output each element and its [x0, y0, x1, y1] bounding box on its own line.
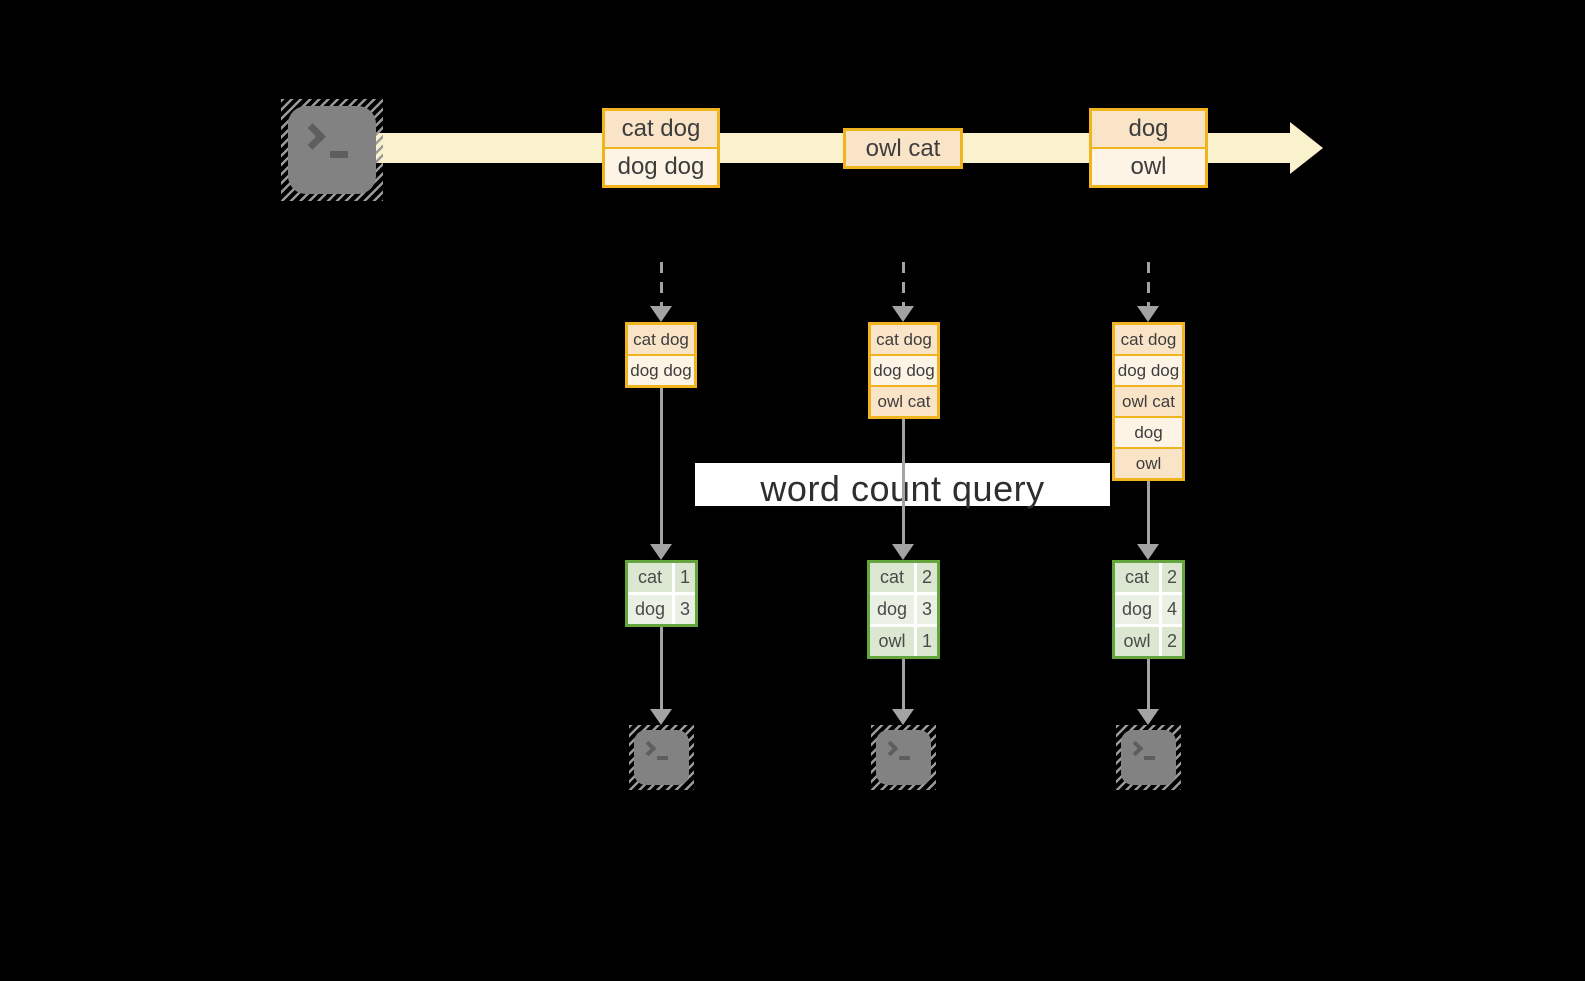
stream-batch-2: owl cat	[843, 128, 963, 169]
count-word: dog	[870, 595, 914, 624]
dashed-arrow-line	[1147, 262, 1150, 307]
count-table-3: cat 2 dog 4 owl 2	[1112, 560, 1185, 659]
input-table-1: cat dog dog dog	[625, 322, 697, 388]
dashed-arrow-line	[902, 262, 905, 307]
sink-terminal-icon	[1116, 725, 1181, 790]
terminal-body	[634, 730, 689, 785]
count-word: owl	[870, 627, 914, 656]
count-value: 3	[917, 595, 937, 624]
prompt-underscore-icon	[657, 756, 668, 760]
prompt-chevron-icon	[1127, 740, 1144, 757]
prompt-chevron-icon	[299, 123, 326, 150]
query-arrow-line	[1147, 481, 1150, 544]
query-arrow-line	[902, 419, 905, 544]
sink-terminal-icon	[871, 725, 936, 790]
count-word: dog	[628, 595, 672, 624]
batch-item: cat dog	[605, 111, 717, 147]
count-value: 4	[1162, 595, 1182, 624]
batch-item: dog	[1092, 111, 1205, 147]
input-row: dog dog	[1115, 354, 1182, 385]
prompt-chevron-icon	[882, 740, 899, 757]
input-row: cat dog	[628, 325, 694, 354]
output-arrowhead-icon	[650, 709, 672, 725]
stream-batch-3: dog owl	[1089, 108, 1208, 188]
input-row: owl cat	[1115, 385, 1182, 416]
count-word: cat	[870, 563, 914, 592]
batch-item: owl cat	[846, 131, 960, 166]
count-value: 3	[675, 595, 695, 624]
query-arrow-line	[660, 388, 663, 544]
count-table-2: cat 2 dog 3 owl 1	[867, 560, 940, 659]
output-arrowhead-icon	[892, 709, 914, 725]
batch-item: dog dog	[605, 147, 717, 185]
query-arrowhead-icon	[1137, 544, 1159, 560]
terminal-body	[1121, 730, 1176, 785]
stream-batch-1: cat dog dog dog	[602, 108, 720, 188]
output-arrow-line	[902, 659, 905, 709]
output-arrowhead-icon	[1137, 709, 1159, 725]
input-row: cat dog	[871, 325, 937, 354]
dashed-arrow-line	[660, 262, 663, 307]
input-row: owl cat	[871, 385, 937, 416]
sink-terminal-icon	[629, 725, 694, 790]
output-arrow-line	[1147, 659, 1150, 709]
input-table-3: cat dog dog dog owl cat dog owl	[1112, 322, 1185, 481]
count-word: dog	[1115, 595, 1159, 624]
query-arrowhead-icon	[650, 544, 672, 560]
count-word: cat	[628, 563, 672, 592]
prompt-chevron-icon	[640, 740, 657, 757]
input-row: dog	[1115, 416, 1182, 447]
prompt-underscore-icon	[330, 151, 348, 158]
stream-arrowhead-icon	[1290, 122, 1323, 174]
count-word: cat	[1115, 563, 1159, 592]
count-table-1: cat 1 dog 3	[625, 560, 698, 627]
count-value: 2	[1162, 563, 1182, 592]
terminal-body	[876, 730, 931, 785]
query-arrowhead-icon	[892, 544, 914, 560]
output-arrow-line	[660, 627, 663, 709]
count-value: 1	[675, 563, 695, 592]
batch-item: owl	[1092, 147, 1205, 185]
prompt-underscore-icon	[899, 756, 910, 760]
count-word: owl	[1115, 627, 1159, 656]
source-terminal-icon	[281, 99, 383, 201]
count-value: 2	[917, 563, 937, 592]
dashed-arrowhead-icon	[1137, 306, 1159, 322]
input-row: owl	[1115, 447, 1182, 478]
prompt-underscore-icon	[1144, 756, 1155, 760]
input-row: dog dog	[871, 354, 937, 385]
input-table-2: cat dog dog dog owl cat	[868, 322, 940, 419]
input-row: cat dog	[1115, 325, 1182, 354]
count-value: 2	[1162, 627, 1182, 656]
dashed-arrowhead-icon	[650, 306, 672, 322]
terminal-body	[288, 106, 376, 194]
input-row: dog dog	[628, 354, 694, 385]
count-value: 1	[917, 627, 937, 656]
dashed-arrowhead-icon	[892, 306, 914, 322]
